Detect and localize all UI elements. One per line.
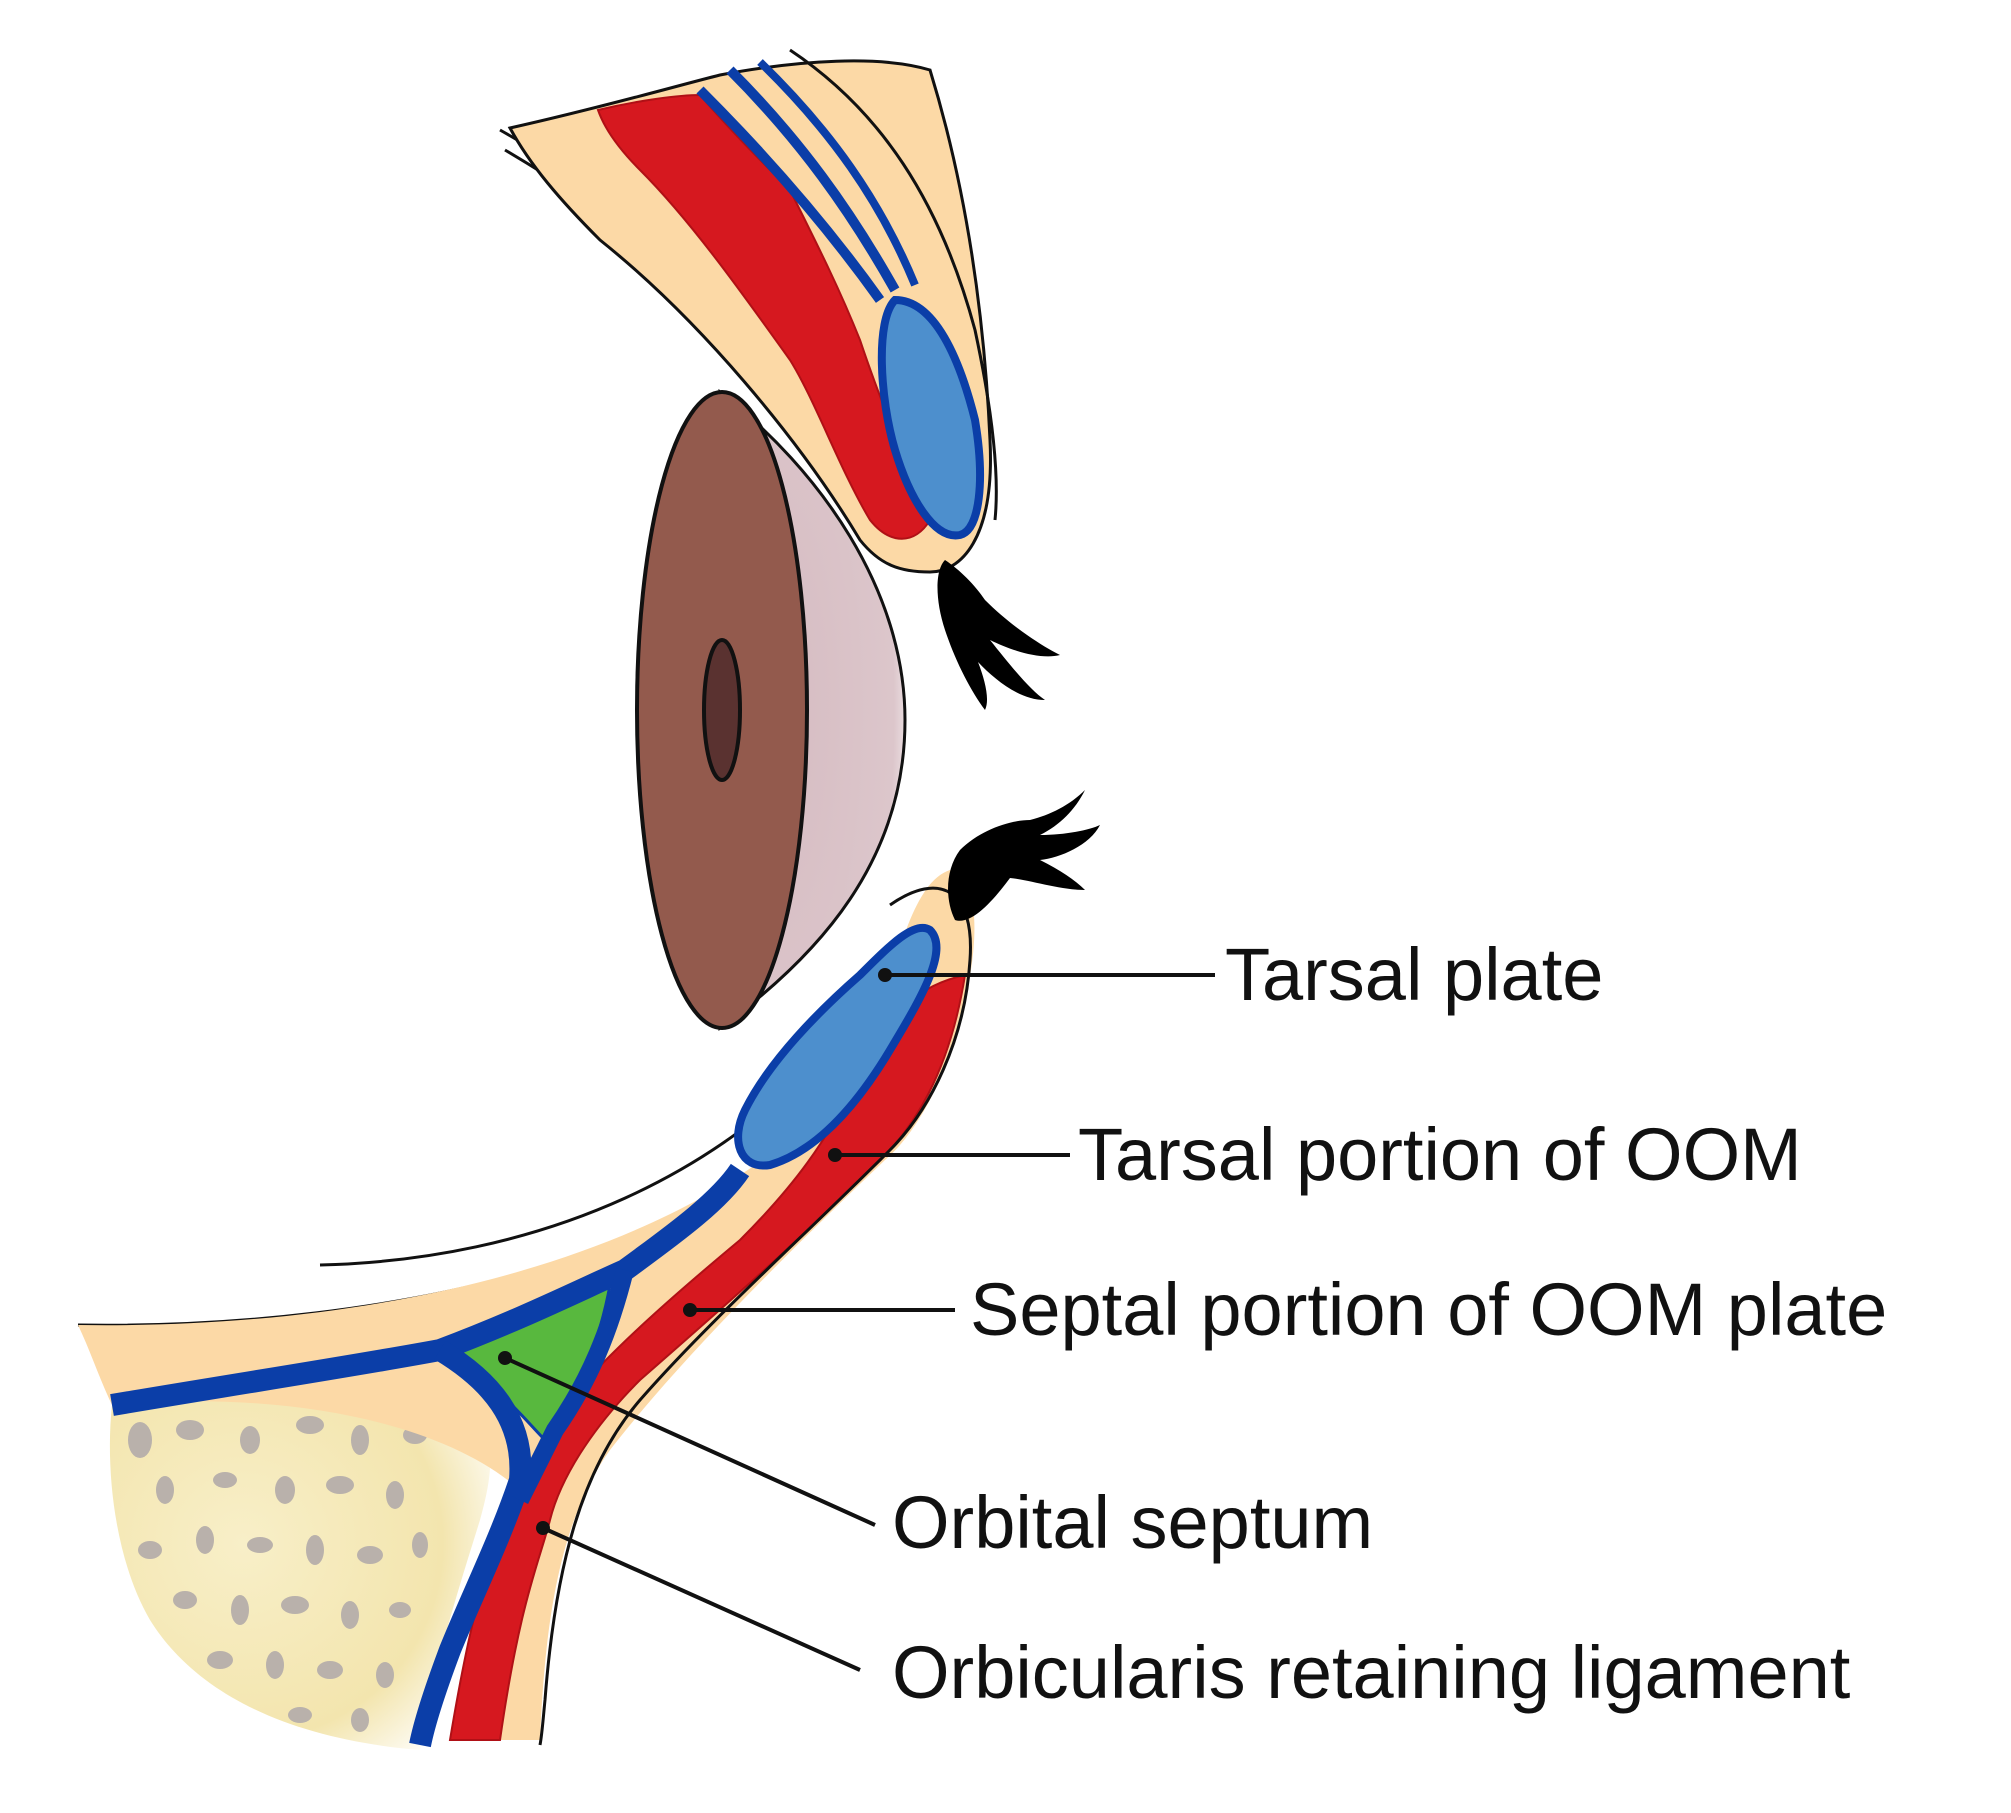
upper-eyelash — [937, 560, 1060, 710]
dot-septal-oom — [683, 1303, 697, 1317]
leader-lines — [504, 973, 1215, 1672]
upper-lid-outer-edge — [789, 48, 998, 521]
dot-orbital-septum — [498, 1351, 512, 1365]
upper-lid-septum — [696, 86, 885, 303]
lower-lid-outer-edge — [538, 886, 972, 1746]
lower-lid-tarsus — [734, 923, 941, 1170]
eyeball — [635, 388, 907, 1031]
orbital-septum-fat-border — [511, 1267, 634, 1505]
bone-pores — [128, 1416, 428, 1732]
label-orbicularis-retaining-ligament: Orbicularis retaining ligament — [892, 1631, 1851, 1714]
orbital-septum-descending — [409, 1340, 532, 1748]
leader-orbicularis-retaining-ligament — [542, 1526, 861, 1672]
label-septal-portion-of-oom-plate: Septal portion of OOM plate — [970, 1268, 1887, 1351]
lower-eyelash — [948, 790, 1100, 921]
leader-dots — [498, 968, 892, 1535]
label-tarsal-portion-of-oom: Tarsal portion of OOM — [1078, 1113, 1802, 1196]
orbital-rim-bone — [109, 1374, 491, 1750]
labels: Tarsal plate Tarsal portion of OOM Septa… — [892, 933, 1887, 1714]
upper-lid-levator — [726, 66, 900, 293]
lower-eyelid — [77, 790, 1100, 1750]
upper-lid-tarsus — [877, 295, 984, 540]
leader-orbital-septum — [504, 1356, 876, 1527]
pupil — [702, 638, 742, 782]
upper-eyelid — [499, 48, 1060, 710]
dot-tarsal-oom — [828, 1148, 842, 1162]
dot-tarsal-plate — [878, 968, 892, 982]
label-orbital-septum: Orbital septum — [892, 1481, 1373, 1564]
label-tarsal-plate: Tarsal plate — [1225, 933, 1603, 1016]
upper-lid-septum-2 — [757, 59, 919, 287]
dot-orbicularis-retaining-ligament — [536, 1521, 550, 1535]
orbital-septum-line — [110, 1163, 750, 1416]
